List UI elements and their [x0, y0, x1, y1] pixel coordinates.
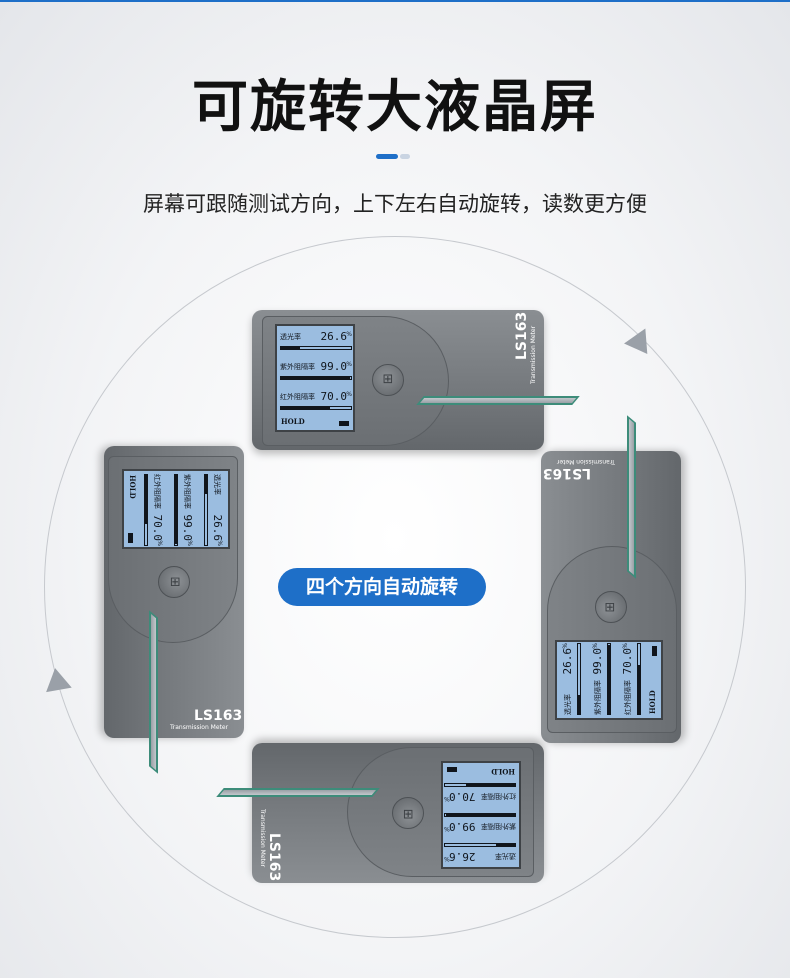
hold-indicator: HOLD [281, 417, 305, 426]
hold-indicator: HOLD [128, 475, 137, 499]
glass-sample [627, 415, 636, 579]
lcd-bar [280, 406, 352, 410]
lcd-row-ir: 红外阻隔率 70.0 % [621, 643, 634, 715]
lcd-bar [174, 474, 178, 546]
power-button[interactable]: ⊞ [392, 797, 424, 829]
lcd-row-uv: 紫外阻隔率 99.0 % [280, 360, 352, 373]
lcd-bar [637, 643, 641, 715]
lcd-row-uv: 紫外阻隔率 99.0 % [181, 474, 194, 546]
glass-sample [416, 396, 580, 405]
lcd-row-ir: 红外阻隔率 70.0 % [444, 790, 516, 803]
glass-sample [216, 788, 380, 797]
page-subtitle: 屏幕可跟随测试方向，上下左右自动旋转，读数更方便 [143, 192, 647, 216]
rotation-badge: 四个方向自动旋转 [278, 568, 486, 606]
glass-sample [149, 610, 158, 774]
lcd-row-ir: 红外阻隔率 70.0 % [151, 474, 164, 546]
lcd-screen: 透光率 26.6 % 紫外阻隔率 99.0 % 红外阻隔率 70.0 % HOL… [555, 640, 663, 720]
lcd-row-ir: 红外阻隔率 70.0 % [280, 390, 352, 403]
lcd-row-transmittance: 透光率 26.6 % [561, 643, 574, 715]
lcd-bar [444, 783, 516, 787]
lcd-row-transmittance: 透光率 26.6 % [211, 474, 224, 546]
page-title: 可旋转大液晶屏 [192, 75, 598, 140]
lcd-bar [144, 474, 148, 546]
lcd-screen: 透光率 26.6 % 紫外阻隔率 99.0 % 红外阻隔率 70.0 % HOL… [275, 324, 355, 432]
hold-indicator: HOLD [491, 767, 515, 776]
top-accent-line [0, 0, 790, 2]
logo-icon: ⊞ [382, 372, 394, 387]
lcd-bar [204, 474, 208, 546]
power-button[interactable]: ⊞ [372, 364, 404, 396]
meter-device: 透光率 26.6 % 紫外阻隔率 99.0 % 红外阻隔率 70.0 % HOL… [216, 743, 544, 883]
battery-icon [339, 421, 349, 426]
meter-device: 透光率 26.6 % 紫外阻隔率 99.0 % 红外阻隔率 70.0 % HOL… [541, 415, 681, 743]
power-button[interactable]: ⊞ [158, 566, 190, 598]
lcd-row-transmittance: 透光率 26.6 % [444, 850, 516, 863]
rotation-ring [44, 236, 746, 938]
battery-icon [652, 646, 657, 656]
meter-device: 透光率 26.6 % 紫外阻隔率 99.0 % 红外阻隔率 70.0 % HOL… [104, 446, 244, 774]
lcd-row-transmittance: 透光率 26.6 % [280, 330, 352, 343]
model-label: LS163 Transmission Meter [514, 311, 537, 384]
lcd-screen: 透光率 26.6 % 紫外阻隔率 99.0 % 红外阻隔率 70.0 % HOL… [122, 469, 230, 549]
lcd-bar [280, 376, 352, 380]
lcd-bar [577, 643, 581, 715]
hold-indicator: HOLD [648, 690, 657, 714]
model-label: LS163 Transmission Meter [259, 809, 282, 882]
battery-icon [447, 767, 457, 772]
model-label: LS163 Transmission Meter [170, 708, 243, 731]
lcd-bar [444, 843, 516, 847]
lcd-bar [607, 643, 611, 715]
logo-icon: ⊞ [603, 601, 618, 613]
lcd-bar [444, 813, 516, 817]
logo-icon: ⊞ [402, 806, 414, 821]
lcd-screen: 透光率 26.6 % 紫外阻隔率 99.0 % 红外阻隔率 70.0 % HOL… [441, 761, 521, 869]
logo-icon: ⊞ [167, 576, 182, 588]
lcd-row-uv: 紫外阻隔率 99.0 % [591, 643, 604, 715]
lcd-row-uv: 紫外阻隔率 99.0 % [444, 820, 516, 833]
meter-device: 透光率 26.6 % 紫外阻隔率 99.0 % 红外阻隔率 70.0 % HOL… [252, 310, 580, 450]
battery-icon [128, 533, 133, 543]
model-label: LS163 Transmission Meter [542, 458, 615, 481]
lcd-bar [280, 346, 352, 350]
title-underline [376, 154, 410, 159]
rotation-arrow-icon [42, 665, 72, 693]
power-button[interactable]: ⊞ [595, 591, 627, 623]
